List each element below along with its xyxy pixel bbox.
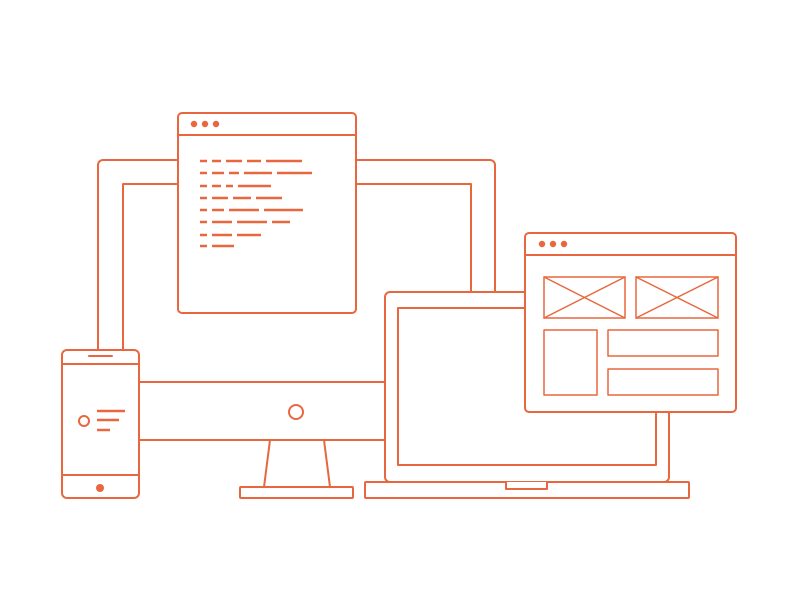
image-placeholder-right — [635, 276, 719, 319]
sidebar-placeholder — [543, 329, 598, 396]
phone-avatar-circle — [78, 415, 90, 427]
code-window-frame — [177, 112, 357, 314]
wireframe-window-dots — [538, 240, 568, 248]
image-placeholder-left — [543, 276, 626, 319]
monitor-stand-base — [239, 486, 354, 499]
content-block-top — [607, 329, 719, 357]
wireframe-window-icon — [524, 232, 737, 413]
code-window-icon — [177, 112, 357, 314]
phone-body — [61, 349, 140, 499]
phone-home-button — [96, 484, 104, 492]
mobile-phone-icon — [61, 349, 140, 499]
code-window-dots — [190, 120, 220, 128]
laptop-trackpad-notch — [505, 481, 548, 490]
phone-text-lines — [97, 409, 125, 432]
monitor-power-button — [288, 404, 304, 420]
content-block-bottom — [607, 368, 719, 396]
code-lines — [200, 159, 312, 248]
monitor-stand-neck — [263, 439, 331, 488]
